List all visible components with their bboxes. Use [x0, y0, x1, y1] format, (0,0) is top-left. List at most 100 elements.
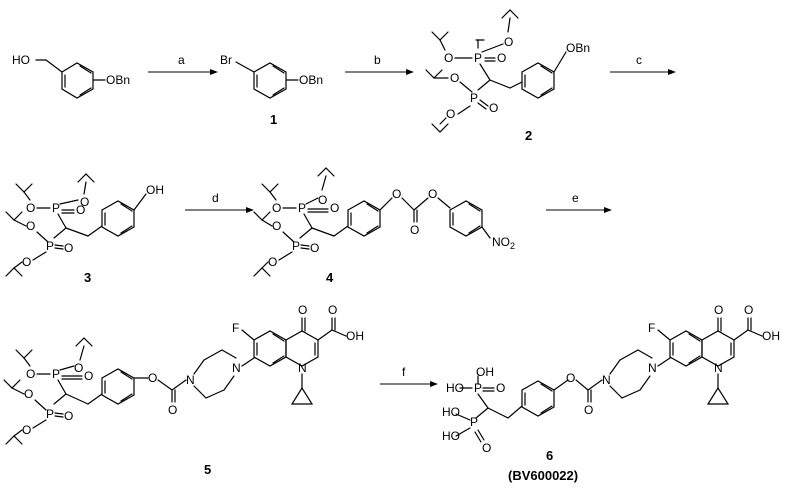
- arrow-c: c: [610, 53, 676, 75]
- oxygen-label: O: [318, 193, 327, 207]
- obn-label: OBn: [566, 41, 590, 55]
- phosphorus-label: P: [298, 201, 306, 215]
- oxygen-label: O: [76, 203, 85, 217]
- oxygen-label: O: [22, 423, 31, 437]
- oxygen-label: O: [272, 219, 281, 233]
- oxygen-label: O: [392, 187, 401, 201]
- hydroxyl-label: OH: [346, 329, 364, 343]
- reagent-e: e: [572, 191, 579, 205]
- fluorine-label: F: [232, 321, 239, 335]
- oxygen-label: O: [450, 71, 459, 85]
- reagent-b: b: [374, 53, 381, 67]
- oxygen-label: O: [497, 51, 506, 65]
- starting-material: HO OBn: [12, 53, 130, 99]
- compound-6: OH HO P O HO P HO O O O N: [442, 303, 780, 483]
- phosphorus-label: P: [52, 367, 60, 381]
- compound-4: O P O O O P O O O O O: [253, 167, 515, 285]
- oxygen-label: O: [148, 371, 157, 385]
- phosphorus-label: P: [470, 91, 478, 105]
- compound-5-label: 5: [204, 462, 211, 477]
- benzene-ring: [61, 62, 94, 99]
- hydroxyl-label: OH: [476, 365, 494, 379]
- compound-3: O P O O O P O O OH 3: [5, 173, 164, 285]
- reagent-a: a: [178, 53, 185, 67]
- hydroxyl-label: HO: [446, 381, 464, 395]
- nitrogen-label: N: [186, 373, 195, 387]
- oxygen-label: O: [714, 303, 723, 317]
- hydroxyl-label: OH: [762, 329, 780, 343]
- oxygen-label: O: [24, 387, 33, 401]
- hydroxyl-label: OH: [146, 183, 164, 197]
- reagent-d: d: [212, 191, 219, 205]
- obn-label: OBn: [106, 73, 130, 87]
- arrow-b: b: [345, 53, 414, 75]
- arrow-e: e: [546, 191, 612, 213]
- benzene-ring: [347, 200, 381, 237]
- hydroxyl-label: HO: [442, 429, 460, 443]
- cyclopropyl: [290, 386, 314, 405]
- nitrogen-label: N: [232, 361, 241, 375]
- nitrogen-label: N: [648, 361, 657, 375]
- oxygen-label: O: [26, 367, 35, 381]
- oxygen-label: O: [566, 371, 575, 385]
- oxygen-label: O: [84, 369, 93, 383]
- compound-2-label: 2: [525, 128, 532, 143]
- hydroxyl-label: HO: [12, 53, 30, 67]
- nitro-label: NO2: [492, 235, 515, 251]
- nitrogen-label: N: [714, 361, 723, 375]
- phosphorus-label: P: [474, 51, 482, 65]
- oxygen-label: O: [584, 403, 593, 417]
- arrow-f: f: [380, 365, 438, 387]
- compound-1-label: 1: [270, 112, 277, 127]
- arrow-d: d: [185, 191, 254, 213]
- benzene-ring: [101, 368, 135, 405]
- oxygen-label: O: [74, 361, 83, 375]
- oxygen-label: O: [504, 35, 513, 49]
- oxygen-label: O: [744, 303, 753, 317]
- compound-5: O P O O O P O O O O: [3, 303, 364, 477]
- phosphorus-label: P: [46, 407, 54, 421]
- quinolone-ring-a: [669, 330, 703, 367]
- hydroxyl-label: HO: [442, 405, 460, 419]
- bromine-label: Br: [220, 53, 232, 67]
- oxygen-label: O: [482, 441, 491, 455]
- oxygen-label: O: [310, 241, 319, 255]
- cyclopropyl: [706, 386, 730, 405]
- oxygen-label: O: [272, 201, 281, 215]
- compound-6-code: (BV600022): [508, 468, 578, 483]
- oxygen-label: O: [26, 219, 35, 233]
- phosphorus-label: P: [52, 201, 60, 215]
- reagent-f: f: [402, 365, 406, 379]
- oxygen-label: O: [80, 195, 89, 209]
- oxygen-label: O: [328, 303, 337, 317]
- compound-2: O P O O P O O O OBn 2: [425, 9, 590, 143]
- compound-6-label: 6: [546, 448, 553, 463]
- arrow-a: a: [148, 53, 218, 75]
- oxygen-label: O: [64, 241, 73, 255]
- oxygen-label: O: [496, 381, 505, 395]
- oxygen-label: O: [26, 201, 35, 215]
- oxygen-label: O: [330, 201, 339, 215]
- phosphorus-label: P: [46, 239, 54, 253]
- benzene-ring: [521, 62, 555, 99]
- oxygen-label: O: [428, 187, 437, 201]
- nitrogen-label: N: [602, 373, 611, 387]
- oxygen-label: O: [168, 403, 177, 417]
- oxygen-label: O: [22, 255, 31, 269]
- oxygen-label: O: [298, 303, 307, 317]
- compound-4-label: 4: [326, 270, 334, 285]
- benzene-ring: [521, 380, 555, 417]
- phosphorus-label: P: [470, 415, 478, 429]
- phosphorus-label: P: [474, 381, 482, 395]
- benzene-ring: [253, 62, 287, 99]
- fluorine-label: F: [648, 321, 655, 335]
- phosphorus-label: P: [292, 239, 300, 253]
- quinolone-ring-a: [253, 330, 287, 367]
- reagent-c: c: [636, 53, 642, 67]
- obn-label: OBn: [299, 73, 323, 87]
- benzene-ring: [449, 200, 483, 237]
- compound-1: Br OBn 1: [220, 53, 323, 127]
- oxygen-label: O: [268, 255, 277, 269]
